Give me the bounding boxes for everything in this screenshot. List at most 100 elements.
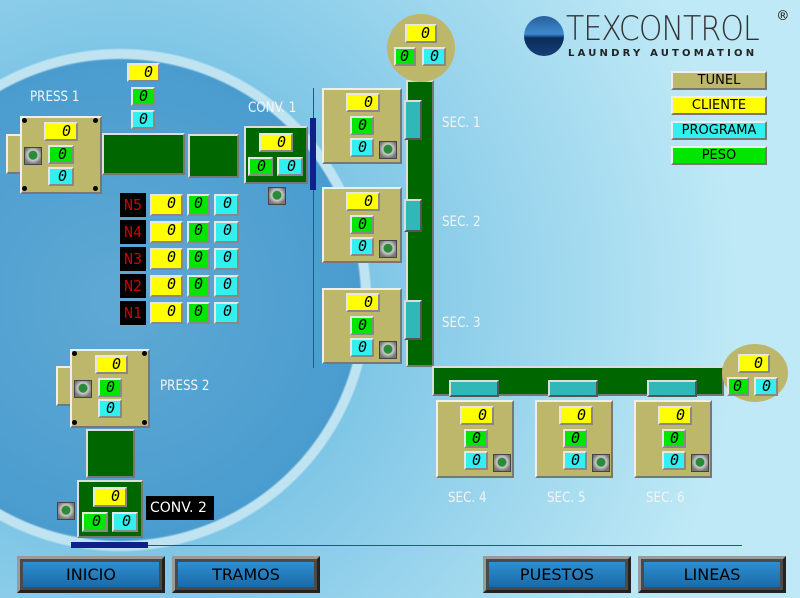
section-gauge-icon [379, 341, 397, 359]
section-tab [404, 300, 422, 340]
section-gauge-icon [691, 454, 709, 472]
conveyor-segment-1 [102, 133, 185, 175]
level-peso-field[interactable]: 0 [187, 194, 210, 216]
level-peso-field[interactable]: 0 [187, 275, 210, 297]
section-label: SEC. 5 [547, 490, 586, 506]
section-tab [404, 199, 422, 232]
section-cliente-field[interactable]: 0 [559, 406, 593, 425]
section-cliente-field[interactable]: 0 [658, 406, 692, 425]
puestos-button-label: PUESTOS [489, 562, 625, 587]
level-peso-field[interactable]: 0 [187, 221, 210, 243]
logo-brand: TEXCONTROL [566, 9, 760, 49]
section-label: SEC. 6 [646, 490, 685, 506]
section-peso-field[interactable]: 0 [563, 429, 587, 448]
conv2-cliente-field[interactable]: 0 [93, 487, 127, 507]
puestos-button[interactable]: PUESTOS [483, 556, 631, 593]
level-cliente-field[interactable]: 0 [150, 248, 183, 270]
section-tab [449, 380, 499, 397]
section-programa-field[interactable]: 0 [563, 451, 587, 470]
legend-programa: PROGRAMA [671, 121, 767, 140]
legend-peso: PESO [671, 146, 767, 165]
section-programa-field[interactable]: 0 [350, 237, 374, 256]
section-programa-field[interactable]: 0 [464, 451, 488, 470]
section-label: SEC. 2 [442, 214, 481, 230]
press1-peso-field[interactable]: 0 [48, 145, 74, 164]
level-label: N5 [120, 193, 146, 217]
level-peso-field[interactable]: 0 [187, 302, 210, 324]
press1-programa-field[interactable]: 0 [48, 167, 74, 186]
level-cliente-field[interactable]: 0 [150, 194, 183, 216]
conv1-blue-bar [310, 118, 316, 190]
section-cliente-field[interactable]: 0 [346, 192, 380, 211]
lineas-button[interactable]: LINEAS [638, 556, 786, 593]
conv2-label: CONV. 2 [146, 496, 214, 520]
section-peso-field[interactable]: 0 [350, 316, 374, 335]
conv1-programa-field[interactable]: 0 [277, 157, 303, 176]
conveyor-segment-2 [188, 134, 239, 178]
level-programa-field[interactable]: 0 [214, 275, 239, 297]
section-peso-field[interactable]: 0 [662, 429, 686, 448]
section-cliente-field[interactable]: 0 [460, 406, 494, 425]
conv2-programa-field[interactable]: 0 [112, 512, 138, 532]
inicio-button-label: INICIO [23, 562, 159, 587]
tunnel-top-cliente-field[interactable]: 0 [405, 24, 437, 43]
tramos-button-label: TRAMOS [178, 562, 314, 587]
level-label: N4 [120, 220, 146, 244]
press2-gauge-icon [74, 380, 92, 398]
level-programa-field[interactable]: 0 [214, 248, 239, 270]
section-label: SEC. 3 [442, 315, 481, 331]
bolt-icon [142, 420, 147, 425]
section-programa-field[interactable]: 0 [662, 451, 686, 470]
press2-cliente-field[interactable]: 0 [95, 355, 128, 374]
section-cliente-field[interactable]: 0 [346, 293, 380, 312]
press2-peso-field[interactable]: 0 [98, 378, 122, 397]
level-peso-field[interactable]: 0 [187, 248, 210, 270]
press2-programa-field[interactable]: 0 [98, 399, 122, 418]
tunnel-top-peso-field[interactable]: 0 [394, 47, 416, 66]
tunnel-top-programa-field[interactable]: 0 [422, 47, 446, 66]
section-peso-field[interactable]: 0 [350, 215, 374, 234]
section-tab [647, 380, 697, 397]
section-programa-field[interactable]: 0 [350, 338, 374, 357]
section-programa-field[interactable]: 0 [350, 138, 374, 157]
level-cliente-field[interactable]: 0 [150, 221, 183, 243]
level-programa-field[interactable]: 0 [214, 302, 239, 324]
section-cliente-field[interactable]: 0 [346, 93, 380, 112]
press1-cliente-field[interactable]: 0 [44, 122, 78, 141]
level-label: N3 [120, 247, 146, 271]
level-label: N1 [120, 301, 146, 325]
section-peso-field[interactable]: 0 [464, 429, 488, 448]
logo-tagline: LAUNDRY AUTOMATION [568, 48, 758, 59]
section-peso-field[interactable]: 0 [350, 116, 374, 135]
level-programa-field[interactable]: 0 [214, 194, 239, 216]
legend-cliente: CLIENTE [671, 96, 767, 115]
tunnel-right-programa-field[interactable]: 0 [754, 377, 778, 396]
section-label: SEC. 1 [442, 115, 481, 131]
press1-top-cliente-field[interactable]: 0 [127, 63, 160, 82]
press1-gauge-icon [24, 147, 42, 165]
tunnel-right-peso-field[interactable]: 0 [727, 377, 749, 396]
section-gauge-icon [493, 454, 511, 472]
tramos-button[interactable]: TRAMOS [172, 556, 320, 593]
conv2-gauge-icon [57, 502, 75, 520]
press1-top-peso-field[interactable]: 0 [131, 87, 155, 106]
tunnel-right-cliente-field[interactable]: 0 [738, 354, 770, 373]
level-programa-field[interactable]: 0 [214, 221, 239, 243]
press1-top-programa-field[interactable]: 0 [131, 110, 155, 129]
conv1-gauge-icon [268, 187, 286, 205]
conv1-label: CONV. 1 [248, 100, 297, 116]
red-line-vertical [313, 88, 314, 368]
inicio-button[interactable]: INICIO [17, 556, 165, 593]
conv2-peso-field[interactable]: 0 [82, 512, 108, 532]
section-tab [548, 380, 598, 397]
press1-label: PRESS 1 [30, 89, 80, 105]
level-cliente-field[interactable]: 0 [150, 275, 183, 297]
bolt-icon [72, 420, 77, 425]
conv1-cliente-field[interactable]: 0 [259, 133, 293, 152]
press2-label: PRESS 2 [160, 378, 210, 394]
level-cliente-field[interactable]: 0 [150, 302, 183, 324]
red-line-horizontal [148, 545, 742, 546]
section-tab [404, 100, 422, 140]
conv1-peso-field[interactable]: 0 [248, 157, 273, 176]
bolt-icon [22, 118, 27, 123]
